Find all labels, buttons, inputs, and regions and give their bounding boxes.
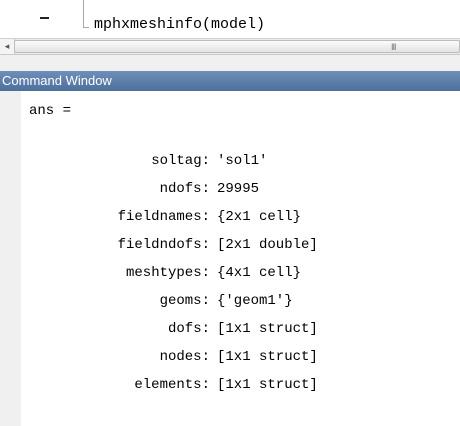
scroll-left-arrow-icon[interactable]: ◂ <box>0 39 15 54</box>
field-value: {'geom1'} <box>217 293 293 309</box>
field-name: meshtypes: <box>125 265 210 281</box>
field-value: [1x1 struct] <box>217 321 318 337</box>
line-marker-dash <box>40 17 49 19</box>
field-name: fieldndofs: <box>117 237 210 253</box>
field-row: fieldndofs: [2x1 double] <box>0 235 460 255</box>
pane-divider[interactable] <box>0 55 460 71</box>
field-name: dofs: <box>167 321 210 337</box>
field-row: elements: [1x1 struct] <box>0 375 460 395</box>
ans-label: ans = <box>29 103 72 119</box>
field-value: {4x1 cell} <box>217 265 302 281</box>
field-value: 29995 <box>217 181 260 197</box>
field-row: ndofs: 29995 <box>0 179 460 199</box>
field-row: meshtypes: {4x1 cell} <box>0 263 460 283</box>
editor-pane[interactable]: mphxmeshinfo(model) <box>0 0 460 38</box>
field-row: fieldnames: {2x1 cell} <box>0 207 460 227</box>
field-name: fieldnames: <box>117 209 210 225</box>
field-name: ndofs: <box>159 181 210 197</box>
code-fold-line <box>83 0 84 28</box>
command-window-title[interactable]: Command Window <box>0 71 460 91</box>
field-name: soltag: <box>151 153 210 169</box>
field-value: 'sol1' <box>217 153 268 169</box>
field-row: geoms: {'geom1'} <box>0 291 460 311</box>
command-window-gutter <box>0 91 21 426</box>
field-value: [1x1 struct] <box>217 349 318 365</box>
field-value: [1x1 struct] <box>217 377 318 393</box>
scrollbar-grip-icon: III <box>391 42 396 52</box>
field-name: nodes: <box>159 349 210 365</box>
editor-code-line[interactable]: mphxmeshinfo(model) <box>94 16 266 33</box>
editor-gutter <box>0 0 73 38</box>
field-value: {2x1 cell} <box>217 209 302 225</box>
field-value: [2x1 double] <box>217 237 318 253</box>
field-row: soltag: 'sol1' <box>0 151 460 171</box>
code-fold-tick <box>83 27 89 28</box>
editor-horizontal-scrollbar[interactable]: ◂ III <box>0 38 460 55</box>
field-row: nodes: [1x1 struct] <box>0 347 460 367</box>
command-window-body[interactable]: ans = soltag: 'sol1' ndofs: 29995 fieldn… <box>0 91 460 426</box>
field-row: dofs: [1x1 struct] <box>0 319 460 339</box>
scrollbar-thumb[interactable]: III <box>14 40 460 53</box>
field-name: geoms: <box>159 293 210 309</box>
field-name: elements: <box>134 377 210 393</box>
